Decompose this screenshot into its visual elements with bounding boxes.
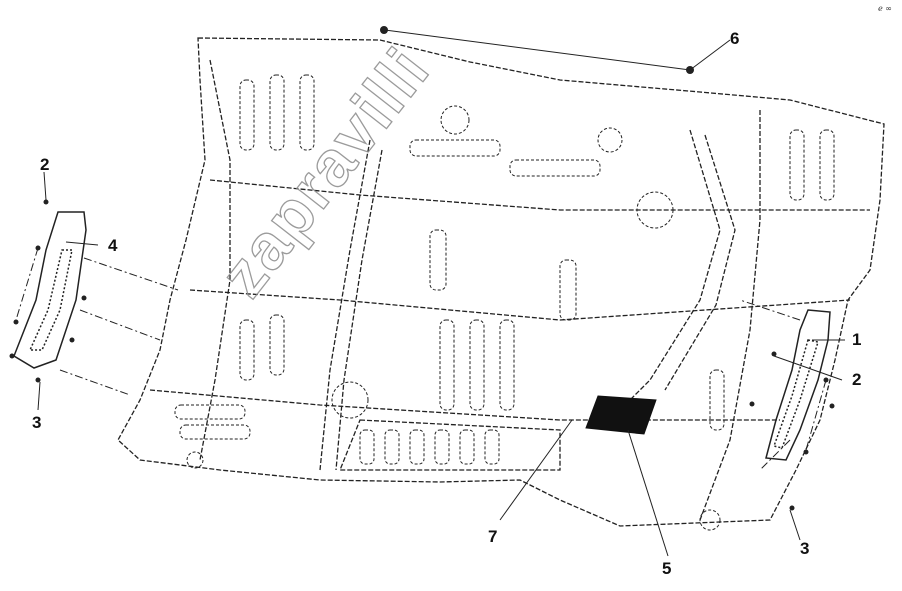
leader-line xyxy=(65,241,99,246)
hole xyxy=(597,127,623,153)
leader-line xyxy=(773,355,843,381)
cross-member-3 xyxy=(149,389,780,421)
fastener xyxy=(789,505,795,511)
rib xyxy=(469,319,485,411)
fastener xyxy=(829,403,835,409)
rib xyxy=(239,319,255,381)
hole xyxy=(699,509,721,531)
leader-line xyxy=(689,39,731,71)
leader-line xyxy=(43,171,47,201)
assembly-line xyxy=(59,369,131,396)
callout-7: 7 xyxy=(488,527,498,546)
callout-4: 4 xyxy=(108,236,118,255)
rib xyxy=(269,314,285,376)
rib xyxy=(709,369,725,431)
fastener xyxy=(803,449,809,455)
assembly-line xyxy=(79,309,161,341)
rib xyxy=(384,429,400,465)
leader-line xyxy=(627,429,669,557)
assembly-line xyxy=(83,257,179,291)
assembly-line xyxy=(739,299,801,321)
rib xyxy=(459,429,475,465)
callout-6: 6 xyxy=(730,29,740,48)
left-bracket xyxy=(13,211,87,369)
rear-heel-panel xyxy=(339,419,561,471)
fastener xyxy=(69,337,75,343)
leader-line xyxy=(37,381,41,411)
fastener xyxy=(35,377,41,383)
rib xyxy=(789,129,805,201)
callout-3-left: 3 xyxy=(32,413,42,432)
sound-pad xyxy=(585,395,657,435)
right-sill xyxy=(699,110,761,521)
hole xyxy=(636,191,674,229)
fastener xyxy=(749,401,755,407)
callout-2-right: 2 xyxy=(852,370,862,389)
callout-5: 5 xyxy=(662,559,672,578)
rib xyxy=(174,404,246,420)
fastener xyxy=(43,199,49,205)
left-bracket-inner xyxy=(28,249,73,351)
callout-1: 1 xyxy=(852,330,862,349)
leader-line xyxy=(384,29,691,71)
assembly-line xyxy=(805,379,827,451)
hole xyxy=(440,105,470,135)
hole xyxy=(186,451,204,469)
rib xyxy=(409,139,501,157)
rib xyxy=(359,429,375,465)
left-tunnel-rail xyxy=(319,139,371,471)
rib xyxy=(179,424,251,440)
rib xyxy=(509,159,601,177)
rib xyxy=(499,319,515,411)
rib xyxy=(299,74,315,151)
fastener xyxy=(380,26,388,34)
cross-member-2 xyxy=(189,289,851,321)
rib xyxy=(239,79,255,151)
hole xyxy=(331,381,369,419)
cross-member-1 xyxy=(209,179,870,211)
floor-panel-outline xyxy=(117,37,885,527)
callout-2-left: 2 xyxy=(40,155,50,174)
rib xyxy=(439,319,455,411)
right-bracket xyxy=(765,309,831,461)
fastener xyxy=(9,353,15,359)
rib xyxy=(429,229,447,291)
rib xyxy=(269,74,285,151)
leader-line xyxy=(789,509,801,541)
rib xyxy=(559,259,577,321)
right-rail-2 xyxy=(664,134,736,391)
right-rail xyxy=(599,129,721,431)
left-sill xyxy=(199,59,231,461)
assembly-line xyxy=(759,439,791,471)
assembly-line xyxy=(15,247,39,321)
rib xyxy=(434,429,450,465)
callout-3-right: 3 xyxy=(800,539,810,558)
corner-mark: ℯ ∞ xyxy=(878,4,892,13)
fastener xyxy=(771,351,777,357)
fastener xyxy=(13,319,19,325)
fastener xyxy=(81,295,87,301)
rib xyxy=(484,429,500,465)
rib xyxy=(819,129,835,201)
leader-line xyxy=(499,419,573,521)
rib xyxy=(409,429,425,465)
left-tunnel-rail-2 xyxy=(335,149,383,471)
